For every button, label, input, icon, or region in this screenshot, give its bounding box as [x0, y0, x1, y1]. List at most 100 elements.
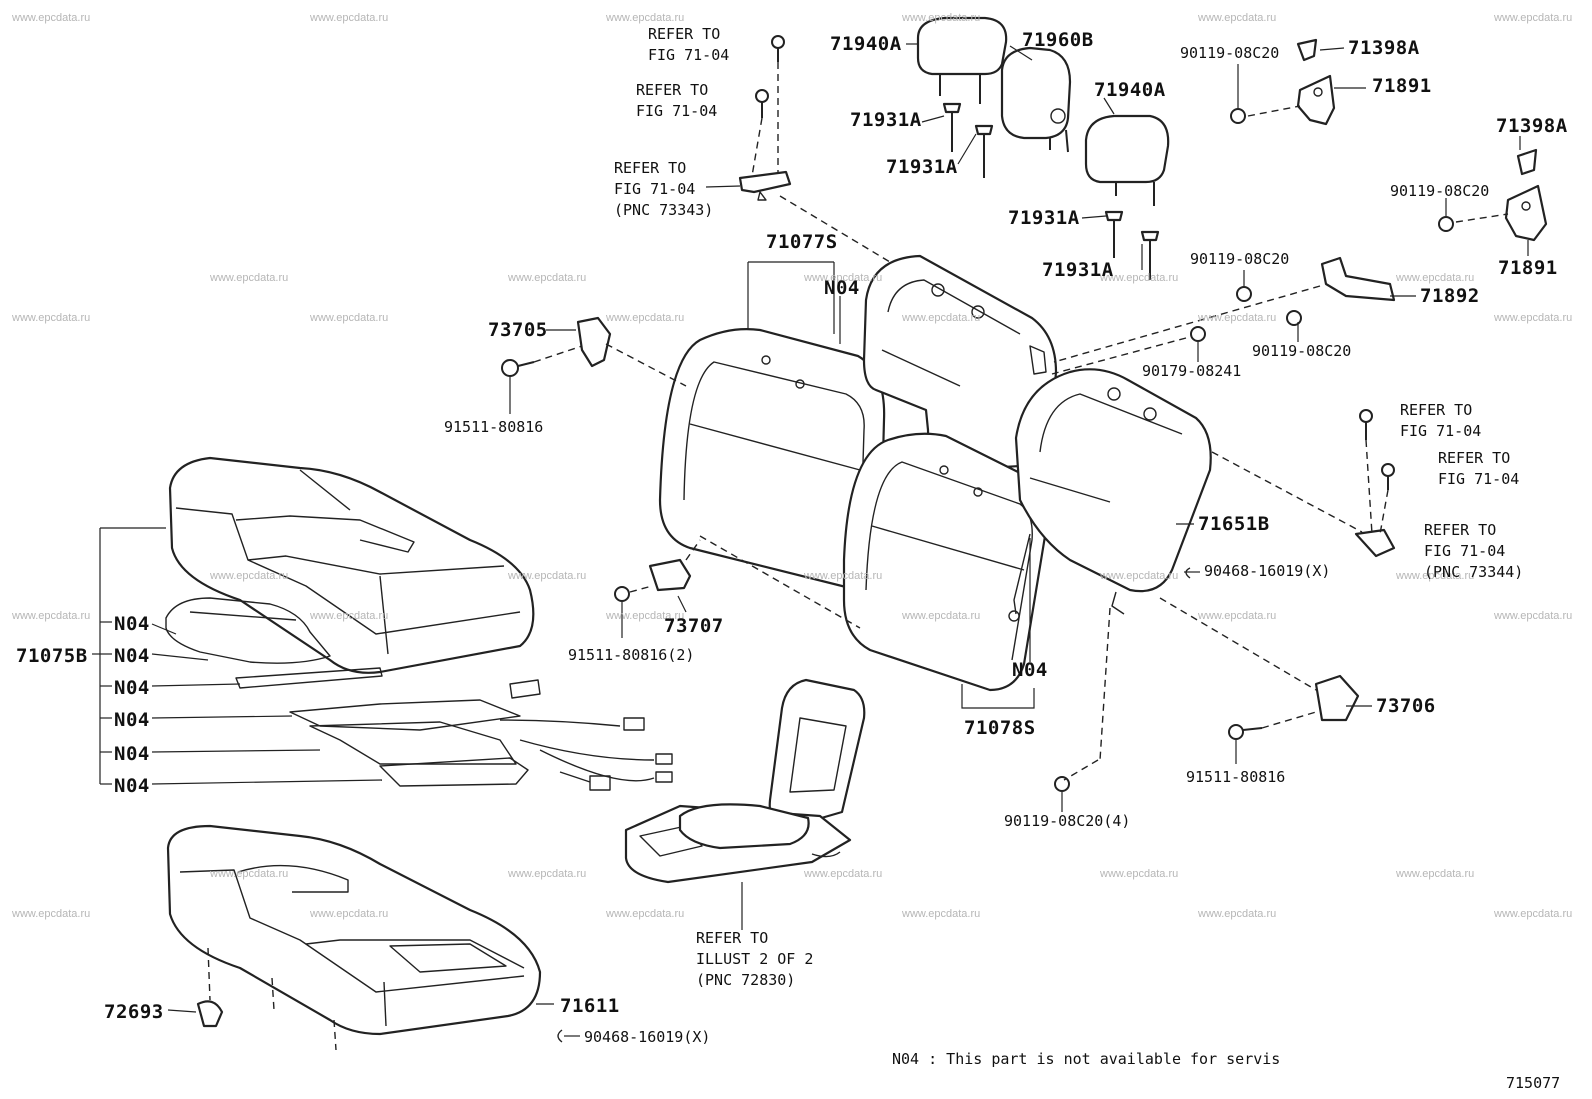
part-callout: 90468-16019(X): [584, 1028, 711, 1046]
watermark: www.epcdata.ru: [210, 272, 289, 284]
part-callout: N04: [1012, 659, 1048, 681]
headrest-71960B: [1000, 46, 1072, 153]
seat-cushion-71075B: [168, 456, 535, 674]
watermark: www.epcdata.ru: [606, 908, 685, 920]
part-callout: N04: [824, 277, 860, 299]
part-callout: 71078S: [964, 717, 1036, 739]
watermark: www.epcdata.ru: [12, 12, 91, 24]
part-callout: N04: [114, 613, 150, 635]
watermark: www.epcdata.ru: [606, 610, 685, 622]
seatback-71077S: [658, 254, 1058, 590]
watermark: www.epcdata.ru: [1100, 570, 1179, 582]
seat-cushion-71611: [166, 824, 542, 1051]
part-callout: 72693: [104, 1001, 164, 1023]
watermark: www.epcdata.ru: [508, 868, 587, 880]
part-callout: 71077S: [766, 231, 838, 253]
watermark: www.epcdata.ru: [1100, 868, 1179, 880]
watermark: www.epcdata.ru: [1396, 570, 1475, 582]
headrest-71940A-right: [1084, 114, 1170, 206]
watermark: www.epcdata.ru: [1494, 312, 1573, 324]
watermark: www.epcdata.ru: [12, 610, 91, 622]
part-callout: 71940A: [1094, 79, 1166, 101]
bracket-71892: [1029, 256, 1396, 375]
group-brackets: [92, 261, 1035, 785]
watermark: www.epcdata.ru: [902, 12, 981, 24]
watermark: www.epcdata.ru: [606, 312, 685, 324]
watermark: www.epcdata.ru: [12, 312, 91, 324]
cushion-layers: [165, 597, 673, 791]
part-callout: N04: [114, 677, 150, 699]
small-rings: [557, 567, 1191, 1043]
part-callout: 90119-08C20: [1190, 250, 1290, 268]
watermark: www.epcdata.ru: [1494, 908, 1573, 920]
watermark: www.epcdata.ru: [508, 272, 587, 284]
latch-73707: [614, 535, 861, 629]
part-callout: 71931A: [1008, 207, 1080, 229]
watermark: www.epcdata.ru: [310, 312, 389, 324]
part-callout: 71892: [1420, 285, 1480, 307]
watermark: www.epcdata.ru: [902, 908, 981, 920]
latch-73706: [1054, 409, 1396, 792]
part-callout: N04: [114, 645, 150, 667]
watermark: www.epcdata.ru: [902, 610, 981, 622]
part-callout: 71931A: [850, 109, 922, 131]
watermark: www.epcdata.ru: [1198, 908, 1277, 920]
illustration-code: 715077: [1506, 1074, 1561, 1092]
watermark: www.epcdata.ru: [508, 570, 587, 582]
watermark: www.epcdata.ru: [210, 570, 289, 582]
watermark: www.epcdata.ru: [804, 272, 883, 284]
leader-lines: [151, 43, 1529, 1037]
part-callout: N04: [114, 709, 150, 731]
watermark: www.epcdata.ru: [210, 868, 289, 880]
part-callout: 91511-80816: [1186, 768, 1286, 786]
part-callout: 90119-08C20(4): [1004, 812, 1131, 830]
part-callout: 91511-80816: [444, 418, 544, 436]
part-callout: 71651B: [1198, 513, 1270, 535]
part-callout: 71940A: [830, 33, 902, 55]
part-callout: 91511-80816(2): [568, 646, 695, 664]
part-callout: 71891: [1372, 75, 1432, 97]
part-callout: 71611: [560, 995, 620, 1017]
part-callout: N04: [114, 743, 150, 765]
part-callout: 71931A: [1042, 259, 1114, 281]
part-callout: 73706: [1376, 695, 1436, 717]
watermark: www.epcdata.ru: [1198, 610, 1277, 622]
watermark: www.epcdata.ru: [804, 868, 883, 880]
part-callout: 90119-08C20: [1180, 44, 1280, 62]
bracket-71891-lower: [1438, 148, 1548, 242]
part-callout: 73705: [488, 319, 548, 341]
watermark: www.epcdata.ru: [310, 610, 389, 622]
watermark: www.epcdata.ru: [1100, 272, 1179, 284]
seatback-71651B: [1014, 368, 1212, 615]
watermark: www.epcdata.ru: [1198, 312, 1277, 324]
headrest-71940A-left: [916, 16, 1008, 104]
watermark: www.epcdata.ru: [12, 908, 91, 920]
watermark: www.epcdata.ru: [1494, 12, 1573, 24]
hook-73705: [501, 316, 687, 387]
part-callout: 71931A: [886, 156, 958, 178]
part-callout: 90119-08C20: [1390, 182, 1490, 200]
part-callout: 71960B: [1022, 29, 1094, 51]
watermark: www.epcdata.ru: [1396, 868, 1475, 880]
bracket-71891-upper: [1230, 38, 1336, 126]
watermark: www.epcdata.ru: [1396, 272, 1475, 284]
part-callout: 73707: [664, 615, 724, 637]
part-callout: 90468-16019(X): [1204, 562, 1331, 580]
headrest-guide-group: [942, 102, 1160, 280]
footnote: N04 : This part is not available for ser…: [892, 1050, 1281, 1068]
watermark: www.epcdata.ru: [310, 12, 389, 24]
part-callout: 90179-08241: [1142, 362, 1242, 380]
part-callout: 71398A: [1348, 37, 1420, 59]
part-callout: 71075B: [16, 645, 88, 667]
watermark: www.epcdata.ru: [902, 312, 981, 324]
watermark: www.epcdata.ru: [606, 12, 685, 24]
part-callout: 71398A: [1496, 115, 1568, 137]
